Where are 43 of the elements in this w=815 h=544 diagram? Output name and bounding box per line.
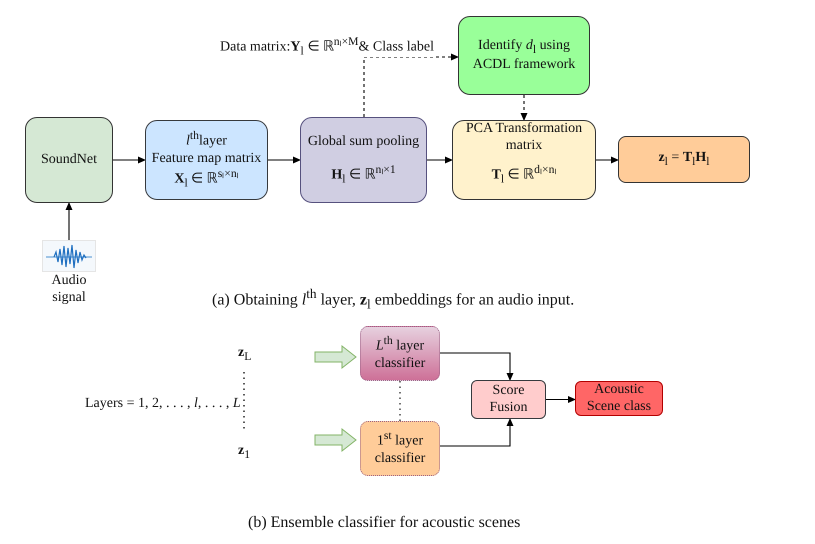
transform-box	[452, 120, 596, 200]
arrow	[440, 418, 514, 447]
box-text: PCA Transformation matrix	[464, 121, 584, 155]
model-box	[25, 117, 113, 203]
arrow	[520, 95, 528, 121]
arrow	[363, 54, 459, 117]
fusion-box	[471, 380, 546, 419]
arrow	[440, 352, 514, 381]
vector-label: z$_{1}$	[238, 443, 250, 461]
layers-label: Layers = 1, 2, . . . , l, . . . , L	[85, 396, 241, 412]
arrow	[113, 156, 146, 164]
box-text: Score Fusion	[488, 382, 529, 416]
block-arrow	[314, 428, 357, 452]
box-text: 1$^{st}$ layer classifier	[374, 429, 426, 468]
connector-line	[399, 381, 401, 421]
box-text: X$_{l}$ ∈ ℝ$^{sₗ×nₗ}$	[174, 167, 239, 191]
box-text: Global sum pooling	[308, 134, 420, 151]
classifier-box	[360, 326, 440, 381]
classifier-box	[360, 421, 440, 476]
vector-label: z$_{L}$	[238, 345, 252, 363]
arrow	[596, 156, 619, 164]
caption: (b) Ensemble classifier for acoustic scenes	[248, 514, 520, 532]
box-text: l$^{th}$layer	[186, 129, 227, 151]
box-text: H$_{l}$ ∈ ℝ$^{nₗ×1}$	[331, 162, 396, 186]
caption: (a) Obtaining l$^{th}$ layer, z$_{l}$ embeddings for an audio input.	[212, 286, 574, 313]
arrow	[268, 156, 301, 164]
box-text: T$_{l}$ ∈ ℝ$^{dₗ×nₗ}$	[492, 162, 556, 186]
box-text: SoundNet	[41, 152, 97, 168]
arrow	[427, 156, 453, 164]
box-text: L$^{th}$ layer classifier	[374, 334, 426, 373]
pooling-box	[300, 117, 427, 203]
node-caption: Audio signal	[50, 273, 88, 307]
framework-box	[458, 16, 590, 95]
box-text: Feature map matrix	[152, 150, 262, 168]
block-arrow	[314, 344, 357, 370]
box-text: Identify d$_{l}$ using ACDL framework	[472, 38, 576, 74]
embedding-box	[618, 136, 750, 183]
output-box	[575, 381, 663, 416]
box-text: z$_{l}$ = T$_{l}$H$_{l}$	[658, 150, 710, 169]
layer-box	[145, 120, 268, 200]
box-text: Acoustic Scene class	[586, 382, 652, 416]
arrow	[546, 396, 576, 403]
arrow	[66, 202, 72, 240]
